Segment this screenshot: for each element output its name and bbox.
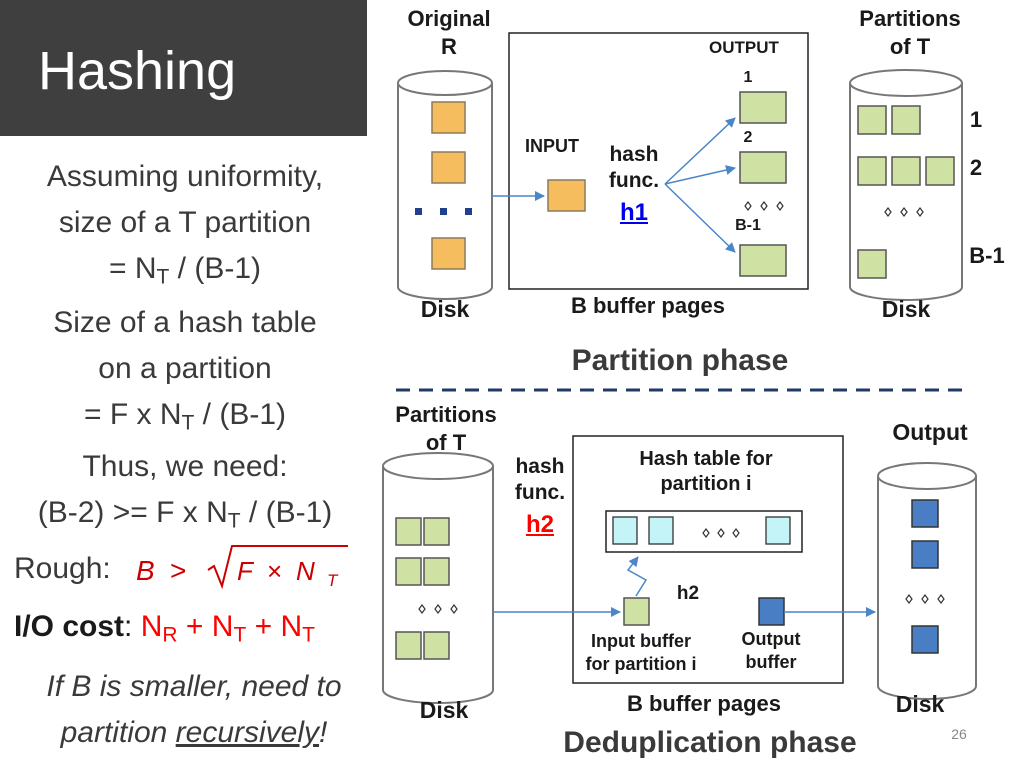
formula-b: B xyxy=(136,555,155,586)
label-part-1: 1 xyxy=(969,107,983,132)
label-buffer-pages-1: B buffer pages xyxy=(570,293,726,318)
label-h2-zigzag: h2 xyxy=(676,583,700,604)
slide-title: Hashing xyxy=(38,41,237,101)
text-size-partition: size of a T partition xyxy=(58,206,312,239)
part1-page-2 xyxy=(891,105,921,135)
formula-times: × xyxy=(267,556,282,586)
text-assuming: Assuming uniformity, xyxy=(46,160,324,193)
rough-formula: B > F × N T xyxy=(136,545,348,590)
text-hash-table-formula: = F x NT / (B-1) xyxy=(83,398,286,435)
label-partition-phase: Partition phase xyxy=(571,344,789,377)
output-buffer-page xyxy=(758,597,785,626)
arrow-h1-outb1 xyxy=(664,183,736,253)
out-page-2 xyxy=(911,540,939,569)
label-disk-left: Disk xyxy=(420,296,470,322)
input-page xyxy=(547,179,586,212)
text-size-formula: = NT / (B-1) xyxy=(108,252,262,289)
formula-f: F xyxy=(237,556,255,586)
output-page-2 xyxy=(739,151,787,184)
disk-dedup-output xyxy=(877,462,977,700)
ellipsis-output xyxy=(744,201,784,211)
hash-slot-2 xyxy=(648,516,674,545)
text-io-cost: I/O cost: NR + NT + NT xyxy=(14,610,315,647)
ellipsis-dedup-right xyxy=(905,594,945,604)
output-page-1 xyxy=(739,91,787,124)
label-h1: h1 xyxy=(619,199,648,226)
dedup-page-5 xyxy=(395,631,422,660)
label-part-2: 2 xyxy=(969,155,983,180)
ellipsis-r xyxy=(415,208,472,215)
label-part-b1: B-1 xyxy=(969,243,1005,268)
arrow-h2-zigzag xyxy=(626,556,648,597)
part2-page-2 xyxy=(891,156,921,186)
page-r-1 xyxy=(431,101,466,134)
formula-n: N xyxy=(296,556,315,586)
formula-gt: > xyxy=(170,555,186,586)
text-condition: (B-2) >= F x NT / (B-1) xyxy=(37,496,333,533)
hash-slot-3 xyxy=(765,516,791,545)
label-disk-left-2: Disk xyxy=(419,697,469,723)
label-out-1: 1 xyxy=(743,69,753,86)
input-buffer-page xyxy=(623,597,650,626)
label-dedup-phase: Deduplication phase xyxy=(563,726,857,759)
dedup-page-1 xyxy=(395,517,422,546)
disk-original-r xyxy=(397,70,493,300)
out-page-1 xyxy=(911,499,939,528)
out-page-3 xyxy=(911,625,939,654)
label-buffer-pages-2: B buffer pages xyxy=(626,691,782,716)
label-h2: h2 xyxy=(525,511,554,538)
part2-page-3 xyxy=(925,156,955,186)
hash-slot-1 xyxy=(612,516,638,545)
formula-t: T xyxy=(327,571,339,590)
label-out-b1: B-1 xyxy=(735,217,761,234)
part2-page-1 xyxy=(857,156,887,186)
partb1-page-1 xyxy=(857,249,887,279)
slide-number: 26 xyxy=(951,726,967,742)
label-disk-right: Disk xyxy=(881,296,931,322)
text-hash-table-size: Size of a hash table xyxy=(53,306,317,339)
part1-page-1 xyxy=(857,105,887,135)
dedup-page-2 xyxy=(423,517,450,546)
dedup-page-6 xyxy=(423,631,450,660)
arrow-h1-out1 xyxy=(664,117,736,185)
text-on-partition: on a partition xyxy=(98,352,272,385)
dedup-page-3 xyxy=(395,557,422,586)
label-input: INPUT xyxy=(525,136,579,156)
text-note-2: partition recursively! xyxy=(60,716,328,749)
dedup-page-4 xyxy=(423,557,450,586)
title-bar xyxy=(0,0,367,136)
label-disk-right-2: Disk xyxy=(895,691,945,717)
arrow-h1-out2 xyxy=(664,165,736,185)
disk-partitions-t xyxy=(849,69,963,301)
text-thus: Thus, we need: xyxy=(82,450,288,483)
ellipsis-dedup-left xyxy=(418,604,458,614)
buffer-box-dedup xyxy=(572,435,844,684)
text-note-1: If B is smaller, need to xyxy=(46,670,342,703)
label-output: OUTPUT xyxy=(709,38,779,57)
sqrt-sign xyxy=(207,545,348,590)
label-out-2: 2 xyxy=(743,129,753,146)
page-r-3 xyxy=(431,237,466,270)
ellipsis-hash-table xyxy=(702,528,740,538)
text-rough: Rough: xyxy=(14,552,111,585)
ellipsis-partitions xyxy=(884,207,924,217)
page-r-2 xyxy=(431,151,466,184)
output-page-b1 xyxy=(739,244,787,277)
label-output-disk: Output xyxy=(892,419,968,445)
